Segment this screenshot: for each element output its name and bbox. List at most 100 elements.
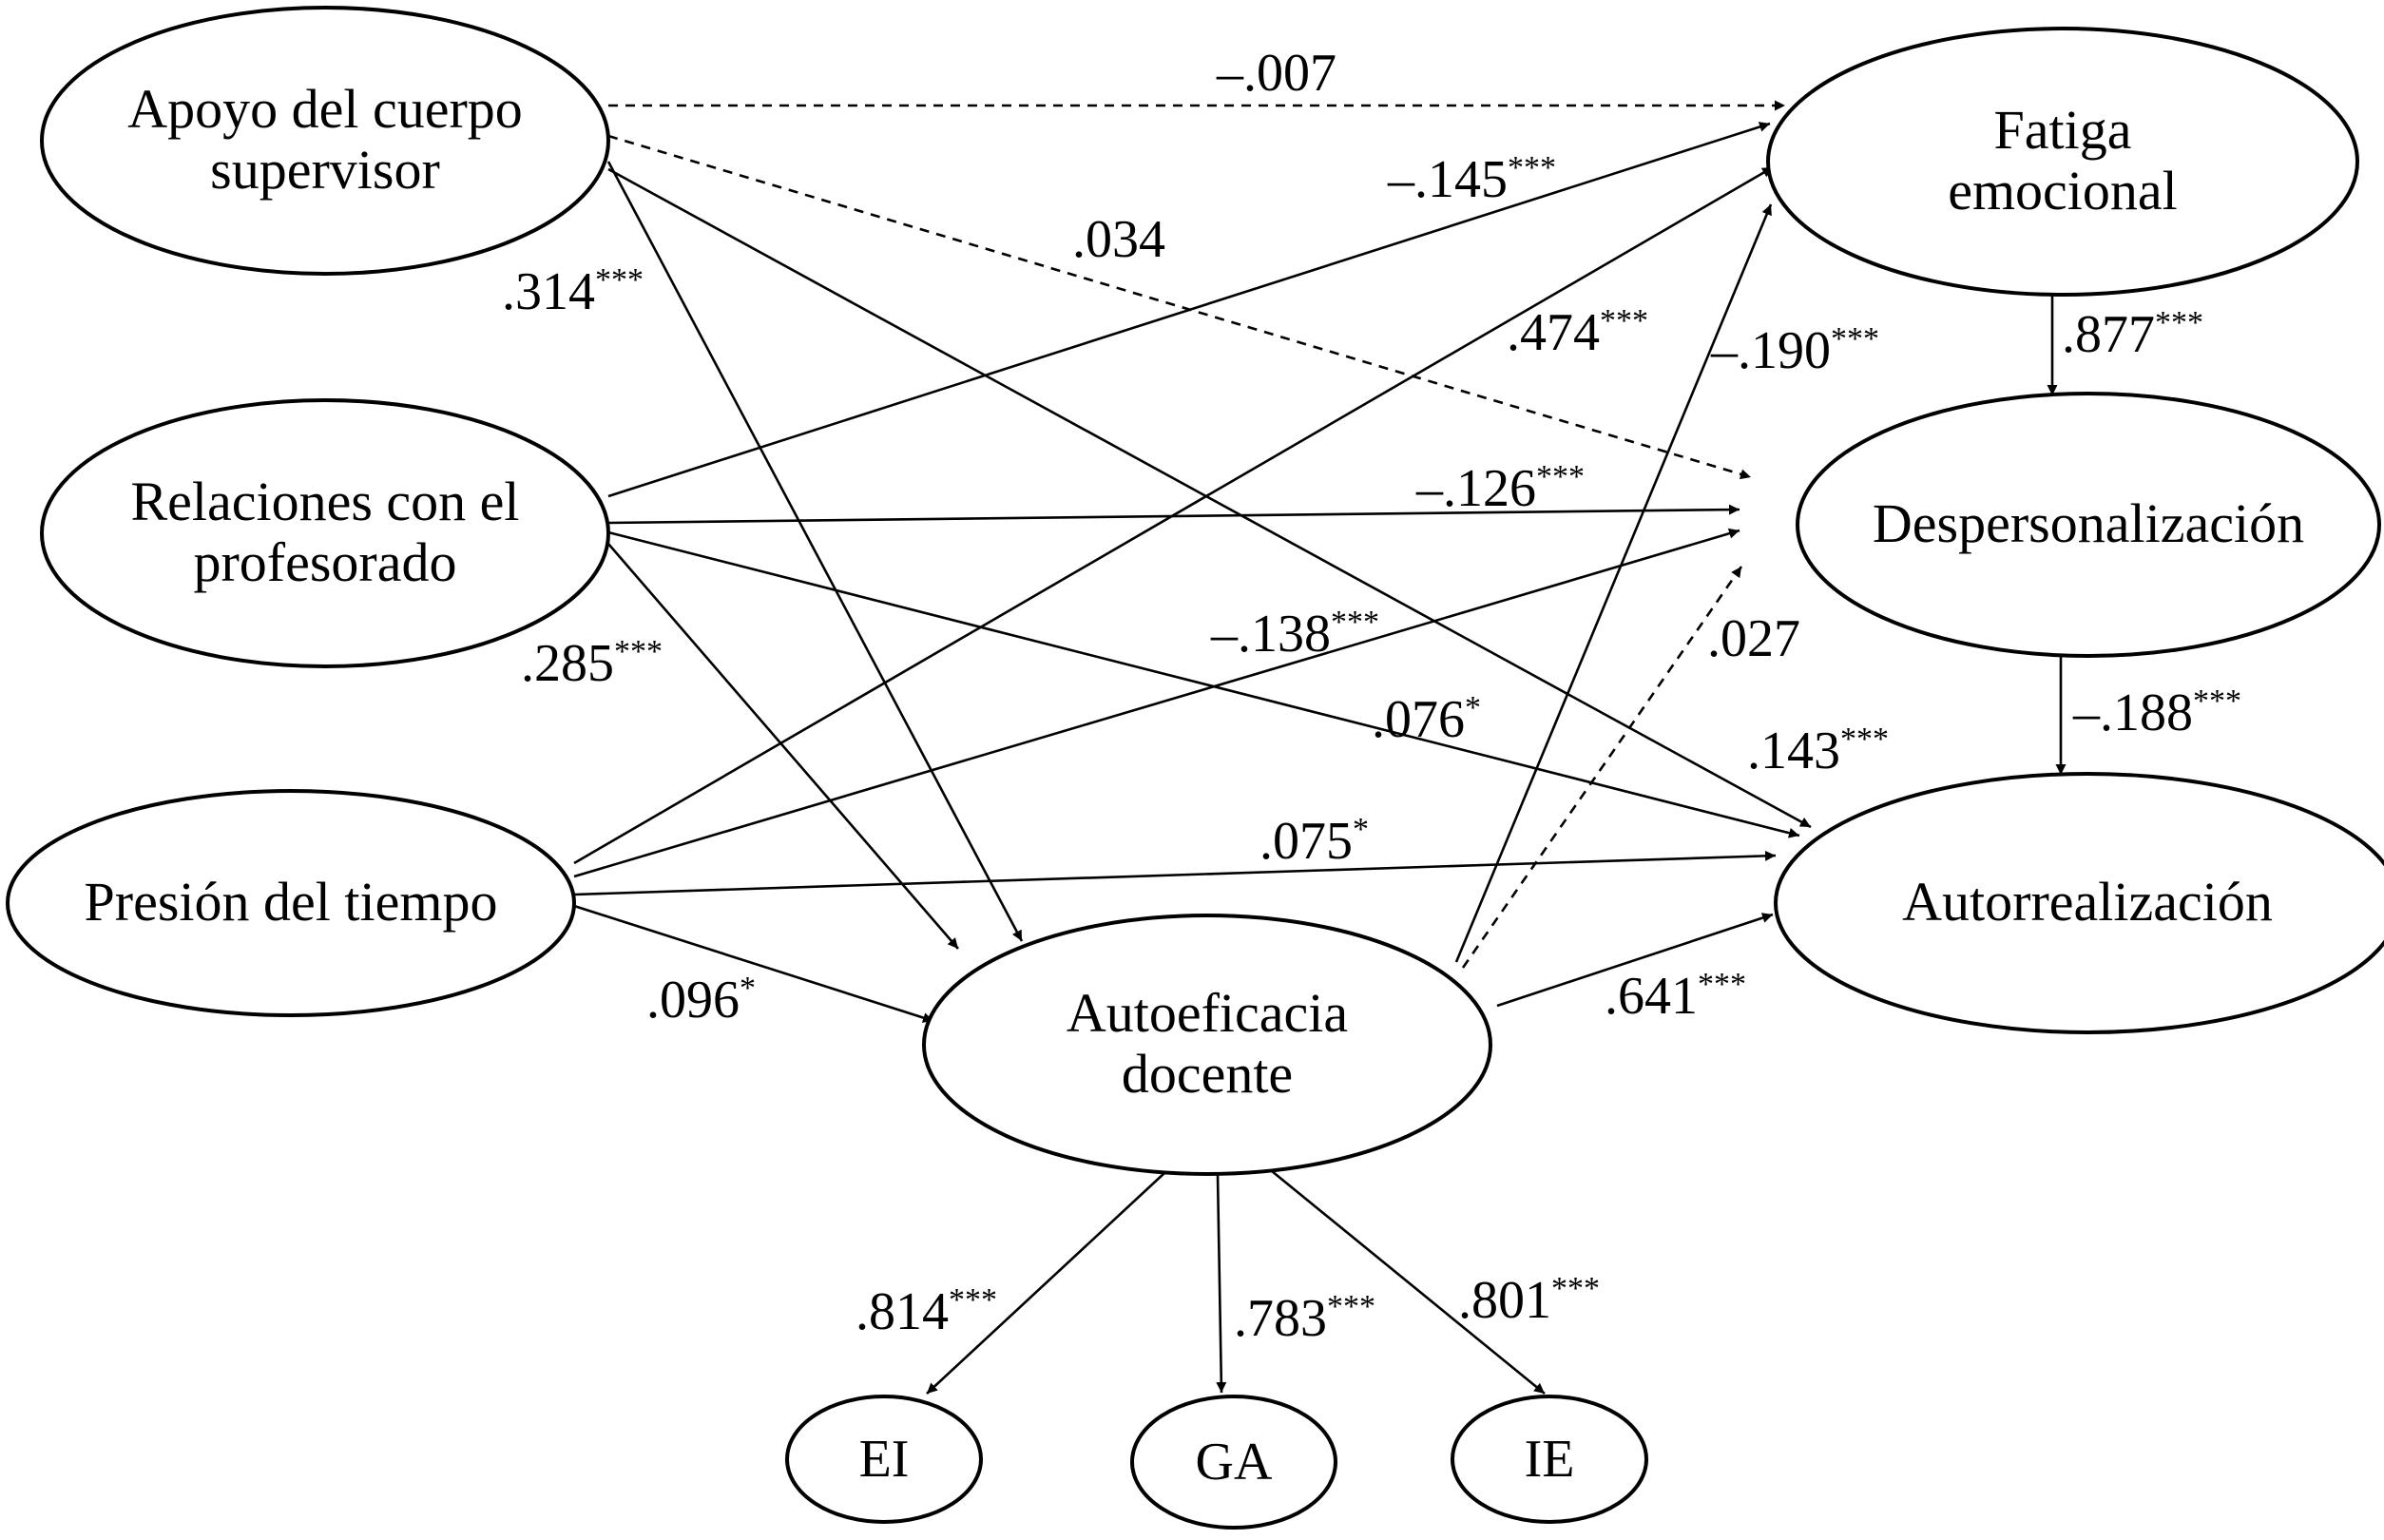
node-despersonalizacion: Despersonalización <box>1796 392 2381 658</box>
node-autorrealizacion-label-0: Autorrealización <box>1902 871 2273 933</box>
node-presion-label-0: Presión del tiempo <box>85 871 498 933</box>
coef-despersonalizacion-to-autorrealizacion: –.188*** <box>2072 683 2241 742</box>
arrow-autoeficacia-to-despersonalizacion <box>1461 566 1743 969</box>
node-ie: IE <box>1451 1395 1648 1524</box>
coef-presion-to-autorrealizacion: .075* <box>1259 812 1369 871</box>
coef-value: –.007 <box>1216 44 1336 103</box>
arrow-apoyo-to-autorrealizacion <box>607 167 1812 829</box>
arrow-relaciones-to-fatiga <box>607 122 1771 498</box>
node-presion: Presión del tiempo <box>6 789 576 1017</box>
arrow-autoeficacia-to-fatiga <box>1454 203 1773 963</box>
coef-significance: * <box>1353 812 1369 847</box>
arrow-presion-to-autoeficacia <box>573 904 934 1023</box>
coef-autoeficacia-to-despersonalizacion: .027 <box>1707 609 1800 668</box>
coef-value: .814 <box>856 1282 949 1341</box>
coef-significance: *** <box>949 1282 997 1318</box>
coef-value: .075 <box>1259 812 1353 871</box>
node-fatiga-label-1: emocional <box>1948 160 2178 221</box>
node-autoeficacia-label-1: docente <box>1122 1043 1293 1105</box>
coef-value: –.188 <box>2072 683 2193 742</box>
arrow-autoeficacia-to-autorrealizacion <box>1496 913 1774 1008</box>
arrow-apoyo-to-autoeficacia <box>606 161 1024 942</box>
node-ga: GA <box>1130 1395 1337 1530</box>
node-ie-ellipse <box>1451 1395 1648 1524</box>
coef-value: –.145 <box>1387 150 1508 209</box>
coef-value: .096 <box>646 971 740 1030</box>
coef-significance: *** <box>1831 321 1879 356</box>
coef-significance: *** <box>1551 1271 1600 1306</box>
coef-autoeficacia-to-ei: .814*** <box>856 1282 997 1341</box>
coef-fatiga-to-despersonalizacion: .877*** <box>2062 305 2203 364</box>
coef-significance: *** <box>2155 305 2203 340</box>
coef-significance: *** <box>595 262 644 298</box>
node-despersonalizacion-label-0: Despersonalización <box>1873 492 2304 554</box>
node-ei: EI <box>785 1395 983 1524</box>
node-autorrealizacion-ellipse <box>1774 772 2384 1034</box>
coef-significance: *** <box>1600 303 1648 338</box>
coef-significance: *** <box>1840 722 1889 757</box>
coef-relaciones-to-autoeficacia: .285*** <box>521 634 663 693</box>
path-arrows <box>573 100 2067 1396</box>
node-apoyo-ellipse <box>40 6 610 276</box>
coef-value: .285 <box>521 634 614 693</box>
coef-apoyo-to-despersonalizacion: .034 <box>1072 210 1165 269</box>
coef-presion-to-fatiga: .474*** <box>1507 303 1648 362</box>
coef-autoeficacia-to-autorrealizacion: .641*** <box>1605 967 1746 1026</box>
coef-significance: * <box>1465 690 1481 725</box>
node-despersonalizacion-ellipse <box>1796 392 2381 658</box>
arrow-autoeficacia-to-ga <box>1216 1173 1227 1394</box>
coef-value: .027 <box>1707 609 1800 668</box>
coef-value: .783 <box>1234 1289 1327 1348</box>
node-ie-label-0: IE <box>1525 1430 1575 1489</box>
node-autoeficacia-label-0: Autoeficacia <box>1067 982 1348 1044</box>
coef-value: –.138 <box>1210 605 1331 664</box>
coef-value: –.126 <box>1415 459 1536 518</box>
node-fatiga-ellipse <box>1766 27 2359 297</box>
node-presion-ellipse <box>6 789 576 1017</box>
node-fatiga-label-0: Fatiga <box>1994 99 2132 161</box>
coef-apoyo-to-fatiga: –.007 <box>1216 44 1336 103</box>
node-ei-label-0: EI <box>859 1430 910 1489</box>
coef-apoyo-to-autoeficacia: .314*** <box>502 262 644 321</box>
coef-value: .801 <box>1458 1271 1551 1330</box>
coef-presion-to-despersonalizacion: –.138*** <box>1210 605 1379 664</box>
node-autorrealizacion: Autorrealización <box>1774 772 2384 1034</box>
coef-value: .641 <box>1605 967 1698 1026</box>
coef-value: –.190 <box>1710 321 1831 380</box>
coef-autoeficacia-to-ga: .783*** <box>1234 1289 1375 1348</box>
node-relaciones-ellipse <box>40 398 610 668</box>
coef-value: .034 <box>1072 210 1165 269</box>
coef-relaciones-to-despersonalizacion: –.126*** <box>1415 459 1585 518</box>
arrow-presion-to-fatiga <box>573 165 1774 865</box>
arrow-relaciones-to-autorrealizacion <box>607 530 1800 838</box>
coef-apoyo-to-autorrealizacion: .143*** <box>1747 722 1889 780</box>
coef-autoeficacia-to-fatiga: –.190*** <box>1710 321 1879 380</box>
coef-relaciones-to-fatiga: –.145*** <box>1387 150 1556 209</box>
coef-significance: *** <box>2193 683 2241 719</box>
coef-significance: * <box>740 971 756 1006</box>
node-ga-label-0: GA <box>1196 1433 1273 1492</box>
node-relaciones-label-1: profesorado <box>193 531 456 593</box>
coef-significance: *** <box>1698 967 1746 1002</box>
coef-relaciones-to-autorrealizacion: .076* <box>1372 690 1481 749</box>
coef-significance: *** <box>1536 459 1585 494</box>
coef-significance: *** <box>1508 150 1556 185</box>
path-coefficients: –.007.034.143***.314***–.145***–.126***.… <box>502 44 2241 1348</box>
coef-value: .076 <box>1372 690 1465 749</box>
arrow-apoyo-to-despersonalizacion <box>607 134 1752 480</box>
coef-significance: *** <box>614 634 663 669</box>
coef-presion-to-autoeficacia: .096* <box>646 971 756 1030</box>
coef-significance: *** <box>1331 605 1379 640</box>
node-apoyo-label-0: Apoyo del cuerpo <box>127 78 523 140</box>
coef-value: .474 <box>1507 303 1600 362</box>
coef-value: .143 <box>1747 722 1840 780</box>
node-relaciones-label-0: Relaciones con el <box>130 471 519 532</box>
coef-value: .314 <box>502 262 595 321</box>
node-autoeficacia-ellipse <box>922 914 1492 1176</box>
